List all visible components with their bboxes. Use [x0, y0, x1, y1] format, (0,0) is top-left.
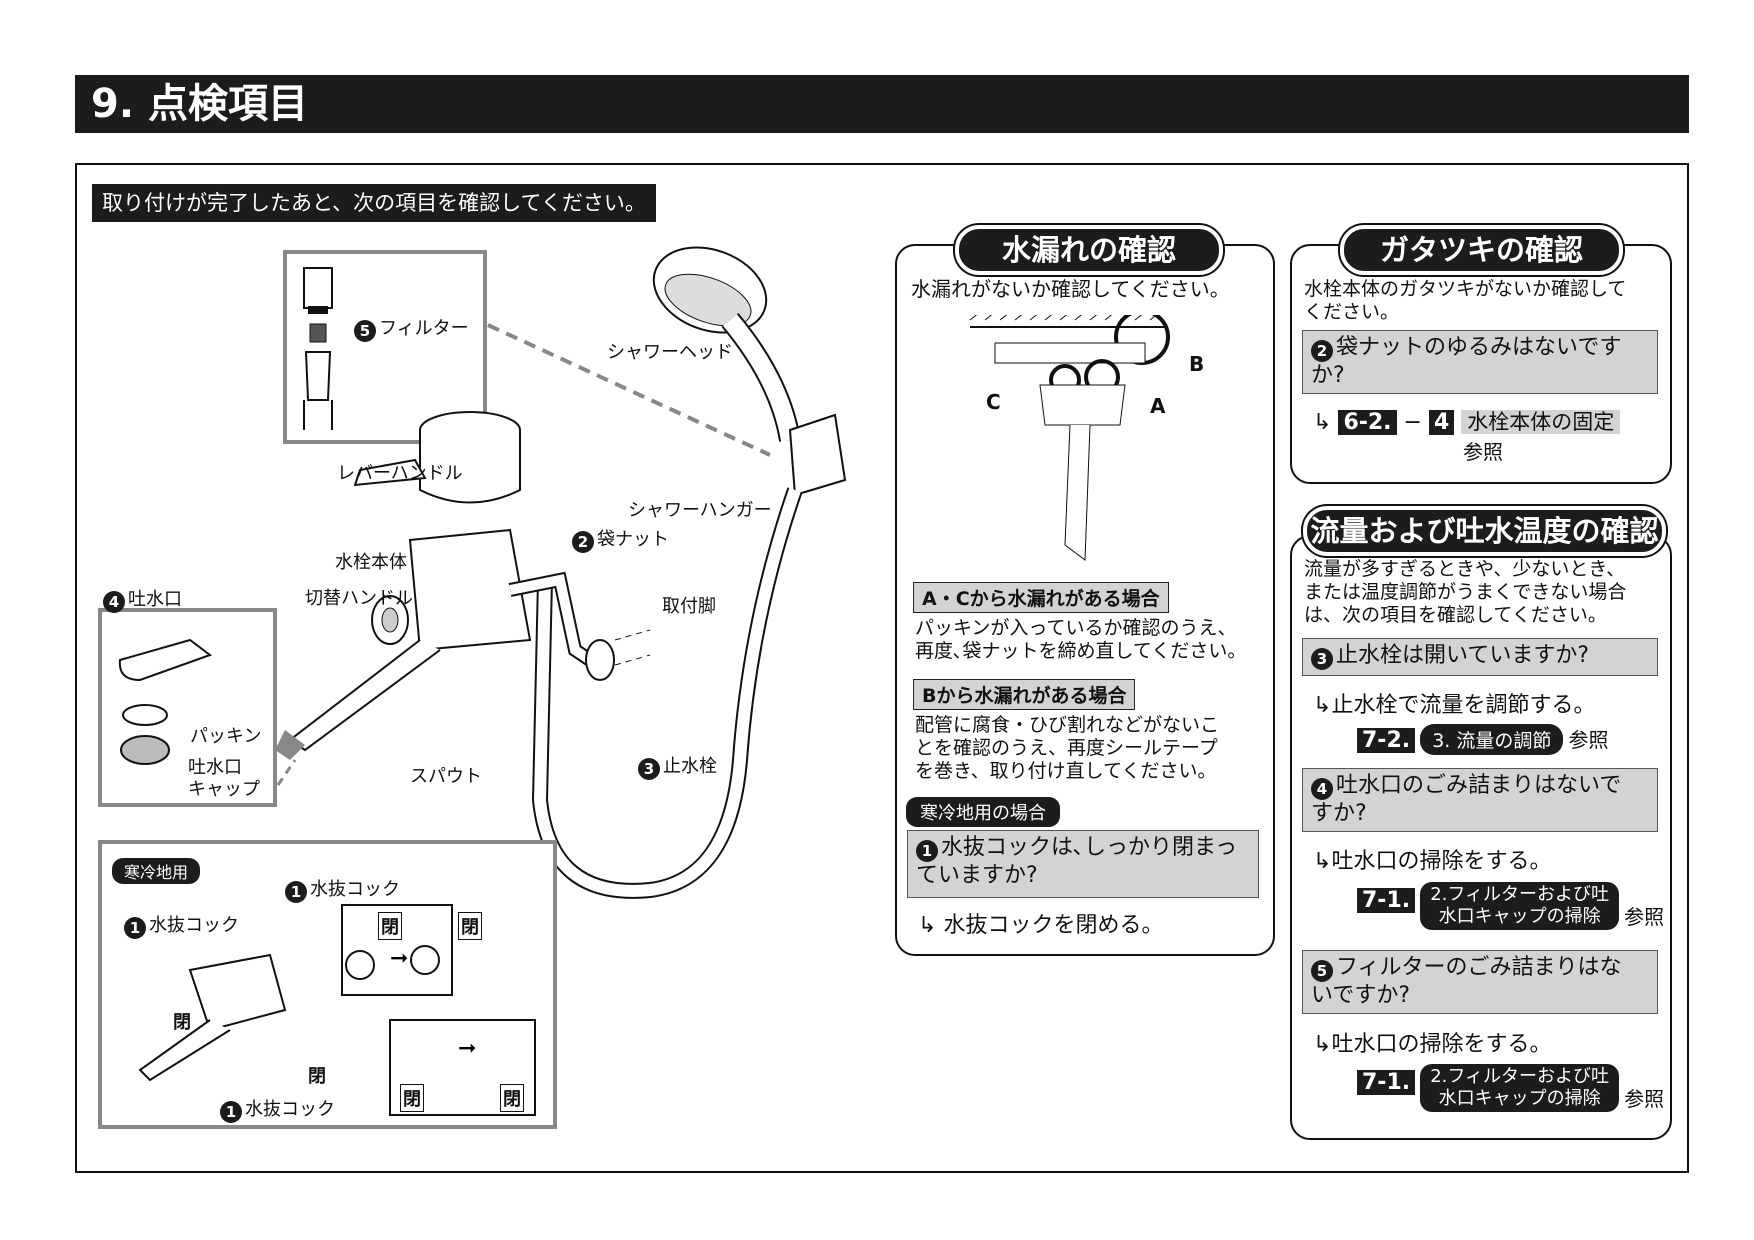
drain-cock-answer: ↳ 水抜コックを閉める。	[918, 913, 1164, 938]
arrow-turn-right-icon: ↳	[1313, 693, 1332, 718]
leak-point-a: A	[1150, 394, 1166, 418]
number-3-icon: 3	[1311, 648, 1333, 670]
ref-title[interactable]: 2.フィルターおよび吐 水口キャップの掃除	[1420, 882, 1620, 930]
outlet-answer: ↳吐水口の掃除をする。	[1313, 849, 1552, 874]
section-header: 9. 点検項目	[75, 75, 1689, 133]
number-1-icon: 1	[220, 1101, 242, 1123]
rattle-reference: ↳ 6-2. − 4 水栓本体の固定	[1313, 406, 1621, 436]
shower-head-label: シャワーヘッド	[607, 342, 733, 363]
faucet-illustration: ➞ ➞	[98, 246, 847, 1129]
packing-label: パッキン	[190, 726, 262, 747]
number-1-icon: 1	[916, 840, 938, 862]
intro-banner: 取り付けが完了したあと、次の項目を確認してください。	[92, 184, 656, 222]
lever-handle-label: レバーハンドル	[337, 463, 463, 484]
content-frame	[75, 163, 1689, 1173]
number-2-icon: 2	[1311, 340, 1333, 362]
ref-chapter[interactable]: 7-1.	[1357, 1070, 1416, 1095]
number-3-icon: 3	[638, 758, 660, 780]
shower-hanger-label: シャワーハンガー	[628, 500, 772, 521]
closed-label-left: 閉	[173, 1012, 191, 1033]
number-2-icon: 2	[572, 531, 594, 553]
arrow-turn-right-icon: ↳	[1313, 849, 1332, 874]
outlet-cap-label: 吐水口 キャップ	[188, 757, 260, 800]
rattle-check-title: ガタツキの確認	[1340, 225, 1623, 275]
leak-point-b: B	[1189, 352, 1205, 376]
rattle-check-text: 水栓本体のガタツキがないか確認して ください。	[1304, 278, 1627, 323]
spout-label: スパウト	[410, 766, 482, 787]
closed-tag: 閉	[458, 912, 482, 940]
outlet-reference: 7-1. 2.フィルターおよび吐 水口キャップの掃除 参照	[1357, 882, 1664, 930]
b-leak-heading: Bから水漏れがある場合	[913, 679, 1136, 710]
flow-check-title: 流量および吐水温度の確認	[1303, 506, 1666, 556]
switch-handle-label: 切替ハンドル	[305, 588, 413, 609]
ref-number[interactable]: 4	[1428, 410, 1455, 435]
ac-leak-heading: A・Cから水漏れがある場合	[913, 582, 1169, 613]
ref-title[interactable]: 3. 流量の調節	[1420, 724, 1564, 755]
closed-tag: 閉	[500, 1084, 524, 1112]
filter-reference: 7-1. 2.フィルターおよび吐 水口キャップの掃除 参照	[1357, 1064, 1664, 1112]
page-title: 9. 点検項目	[91, 81, 308, 127]
arrow-turn-right-icon: ↳	[1313, 410, 1332, 435]
closed-label-bottom: 閉	[308, 1066, 326, 1087]
cold-region-badge: 寒冷地用の場合	[906, 797, 1060, 827]
svg-text:➞: ➞	[390, 946, 408, 971]
closed-tag: 閉	[378, 912, 402, 940]
b-leak-text: 配管に腐食・ひび割れなどがないこ とを確認のうえ、再度シールテープ を巻き、取り…	[915, 714, 1220, 782]
mount-leg-label: 取付脚	[662, 596, 716, 617]
number-5-icon: 5	[354, 320, 376, 342]
number-4-icon: 4	[103, 591, 125, 613]
filter-answer: ↳吐水口の掃除をする。	[1313, 1032, 1552, 1057]
stop-valve-answer: ↳止水栓で流量を調節する。	[1313, 693, 1596, 718]
svg-text:➞: ➞	[458, 1036, 476, 1061]
ref-title: 水栓本体の固定	[1461, 410, 1621, 434]
leak-point-c: C	[986, 390, 1001, 414]
cold-region-badge: 寒冷地用	[112, 858, 201, 884]
flow-check-text: 流量が多すぎるときや、少ないとき、 または温度調節がうまくできない場合 は、次の…	[1304, 558, 1627, 626]
leak-diagram	[969, 315, 1170, 561]
ref-chapter[interactable]: 7-1.	[1357, 888, 1416, 913]
leak-check-text: 水漏れがないか確認してください。	[911, 277, 1230, 301]
number-5-icon: 5	[1311, 960, 1333, 982]
number-1-icon: 1	[124, 917, 146, 939]
reference-note: 参照	[1463, 440, 1503, 464]
ref-chapter[interactable]: 6-2.	[1338, 410, 1397, 435]
arrow-turn-right-icon: ↳	[1313, 1032, 1332, 1057]
flow-reference: 7-2. 3. 流量の調節 参照	[1357, 724, 1608, 755]
ref-title[interactable]: 2.フィルターおよび吐 水口キャップの掃除	[1420, 1064, 1620, 1112]
leak-check-title: 水漏れの確認	[955, 225, 1223, 275]
ac-leak-text: パッキンが入っているか確認のうえ、 再度､袋ナットを締め直してください。	[915, 617, 1247, 662]
arrow-turn-right-icon: ↳	[918, 913, 937, 938]
closed-tag: 閉	[400, 1084, 424, 1112]
ref-chapter[interactable]: 7-2.	[1357, 728, 1416, 753]
flow-check-panel	[1290, 535, 1672, 1140]
body-label: 水栓本体	[335, 552, 407, 573]
number-4-icon: 4	[1311, 778, 1333, 800]
number-1-icon: 1	[285, 881, 307, 903]
